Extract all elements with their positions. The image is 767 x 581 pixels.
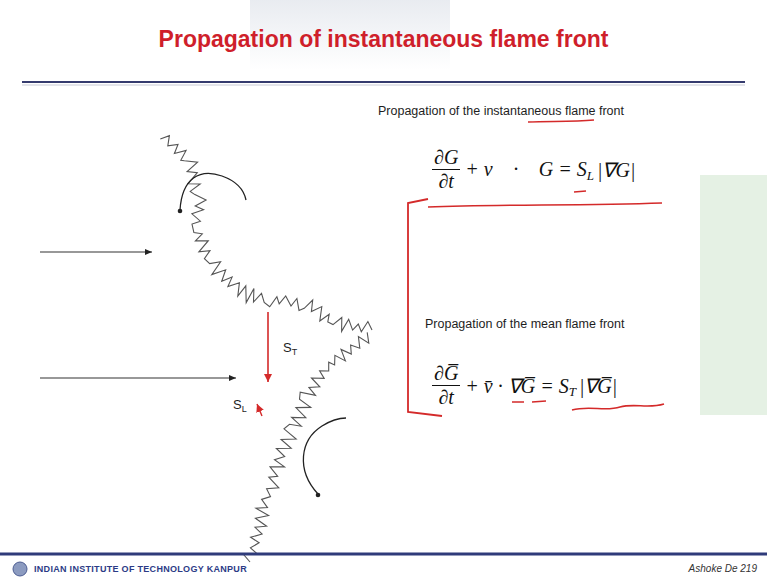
symbol-subscript: L xyxy=(242,404,247,414)
equation-term: + v⃗ · ∇G = S xyxy=(465,158,586,181)
turbulent-speed-arrow xyxy=(267,312,269,382)
numerator: ∂G̅ xyxy=(432,362,460,386)
footer-institute: INDIAN INSTITUTE OF TECHNOLOGY KANPUR xyxy=(34,564,247,574)
footer-rule xyxy=(0,553,767,556)
denominator: ∂t xyxy=(436,386,455,409)
speed-symbol: S L xyxy=(232,397,248,412)
caption-text: Propagation of the instantaneous flame f… xyxy=(378,104,624,118)
equation-term: + v̄ · ∇G̅ = S xyxy=(465,374,568,398)
equation-term: |∇G̅| xyxy=(579,374,617,398)
eddy-dot xyxy=(178,209,183,214)
subscript: T xyxy=(569,384,576,400)
equation: ∂G̅ ∂t + v̄ · ∇G̅ = S T |∇G̅| xyxy=(432,362,617,409)
eddy-arrow xyxy=(303,418,346,494)
flow-arrow xyxy=(40,377,236,378)
title-rule xyxy=(22,81,745,83)
flame-front xyxy=(160,136,372,332)
symbol-subscript: T xyxy=(292,347,298,357)
footer-page: Ashoke De 219 xyxy=(689,563,757,574)
fraction: ∂G ∂t xyxy=(432,146,460,193)
annotation-underline xyxy=(428,203,662,207)
laminar-speed-arrow xyxy=(257,404,262,416)
side-tint xyxy=(700,175,767,415)
symbol-letter: S xyxy=(233,397,242,412)
annotation-tick xyxy=(574,191,586,192)
title-rule-shadow xyxy=(22,85,745,86)
denominator: ∂t xyxy=(436,170,455,193)
equation: ∂G ∂t + v⃗ · ∇G = S L |∇G| xyxy=(432,146,635,193)
symbol-letter: S xyxy=(283,340,292,355)
annotation-underline xyxy=(572,404,664,410)
institute-logo xyxy=(13,562,27,576)
equation-term: |∇G| xyxy=(597,158,635,182)
eddy-dot xyxy=(316,493,321,498)
numerator: ∂G xyxy=(432,146,460,170)
fraction: ∂G̅ ∂t xyxy=(432,362,460,409)
slide-title: Propagation of instantaneous flame front xyxy=(0,26,767,53)
caption-text: Propagation of the mean flame front xyxy=(425,317,624,331)
speed-symbol: S T xyxy=(282,340,298,355)
subscript: L xyxy=(587,168,594,184)
annotation-dash xyxy=(512,401,546,402)
eddy-arrow xyxy=(180,173,246,210)
flow-arrow xyxy=(40,251,152,252)
annotation-underline xyxy=(528,120,594,122)
flame-front xyxy=(243,332,368,562)
